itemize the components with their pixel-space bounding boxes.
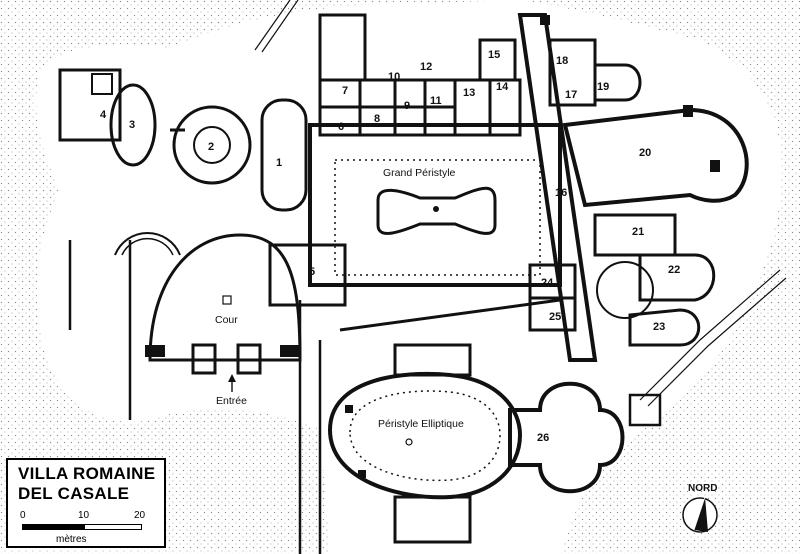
label-entree: Entrée — [216, 395, 247, 407]
room-10: 10 — [388, 71, 400, 83]
room-19: 19 — [597, 81, 609, 93]
room-17: 17 — [565, 89, 577, 101]
room-11: 11 — [430, 95, 442, 107]
cour-marker — [222, 295, 232, 305]
room-9: 9 — [404, 100, 410, 112]
room-12: 12 — [420, 61, 432, 73]
room-numbers: 1 2 3 4 5 6 7 8 9 10 11 12 13 14 15 16 1… — [100, 49, 680, 444]
room-21: 21 — [632, 226, 644, 238]
room-24: 24 — [541, 277, 554, 289]
room-25: 25 — [549, 311, 561, 323]
room-3: 3 — [129, 119, 135, 131]
room-6: 6 — [338, 121, 344, 133]
room-14: 14 — [496, 81, 509, 93]
label-grand-peristyle: Grand Péristyle — [383, 167, 456, 179]
scale-tick-0: 0 — [20, 510, 26, 521]
north-arrow-icon — [682, 496, 718, 533]
room-1: 1 — [276, 157, 282, 169]
scale-bar-first — [22, 524, 84, 530]
road-line-east — [639, 269, 787, 407]
site-clearing — [36, 0, 782, 554]
map-legend: VILLA ROMAINE DEL CASALE 0 10 20 mètres — [6, 458, 166, 548]
room-18: 18 — [556, 55, 568, 67]
map-title-line1: VILLA ROMAINE — [18, 464, 156, 483]
room-22: 22 — [668, 264, 680, 276]
fountain-marker — [433, 206, 439, 212]
room-20: 20 — [639, 147, 651, 159]
room-15: 15 — [488, 49, 500, 61]
label-peristyle-elliptique: Péristyle Elliptique — [378, 418, 464, 430]
map-title-line2: DEL CASALE — [18, 484, 130, 503]
room-26: 26 — [537, 432, 549, 444]
room-7: 7 — [342, 85, 348, 97]
room-4: 4 — [100, 109, 107, 121]
solid-piers — [145, 15, 720, 478]
ellipse-marker — [405, 438, 413, 446]
label-cour: Cour — [215, 314, 238, 326]
room-2: 2 — [208, 141, 214, 153]
scale-tick-20: 20 — [134, 510, 146, 521]
walls — [58, 13, 749, 554]
room-8: 8 — [374, 113, 380, 125]
scale-unit: mètres — [56, 534, 87, 545]
room-23: 23 — [653, 321, 665, 333]
room-16: 16 — [555, 187, 567, 199]
room-13: 13 — [463, 87, 475, 99]
road-line — [254, 0, 299, 53]
room-5: 5 — [309, 266, 315, 278]
compass-label: NORD — [688, 483, 717, 494]
scale-tick-10: 10 — [78, 510, 90, 521]
place-labels: Grand Péristyle Cour Entrée Péristyle El… — [215, 167, 464, 430]
scale-bar-second — [84, 524, 142, 530]
arrow-up-icon — [228, 374, 236, 392]
